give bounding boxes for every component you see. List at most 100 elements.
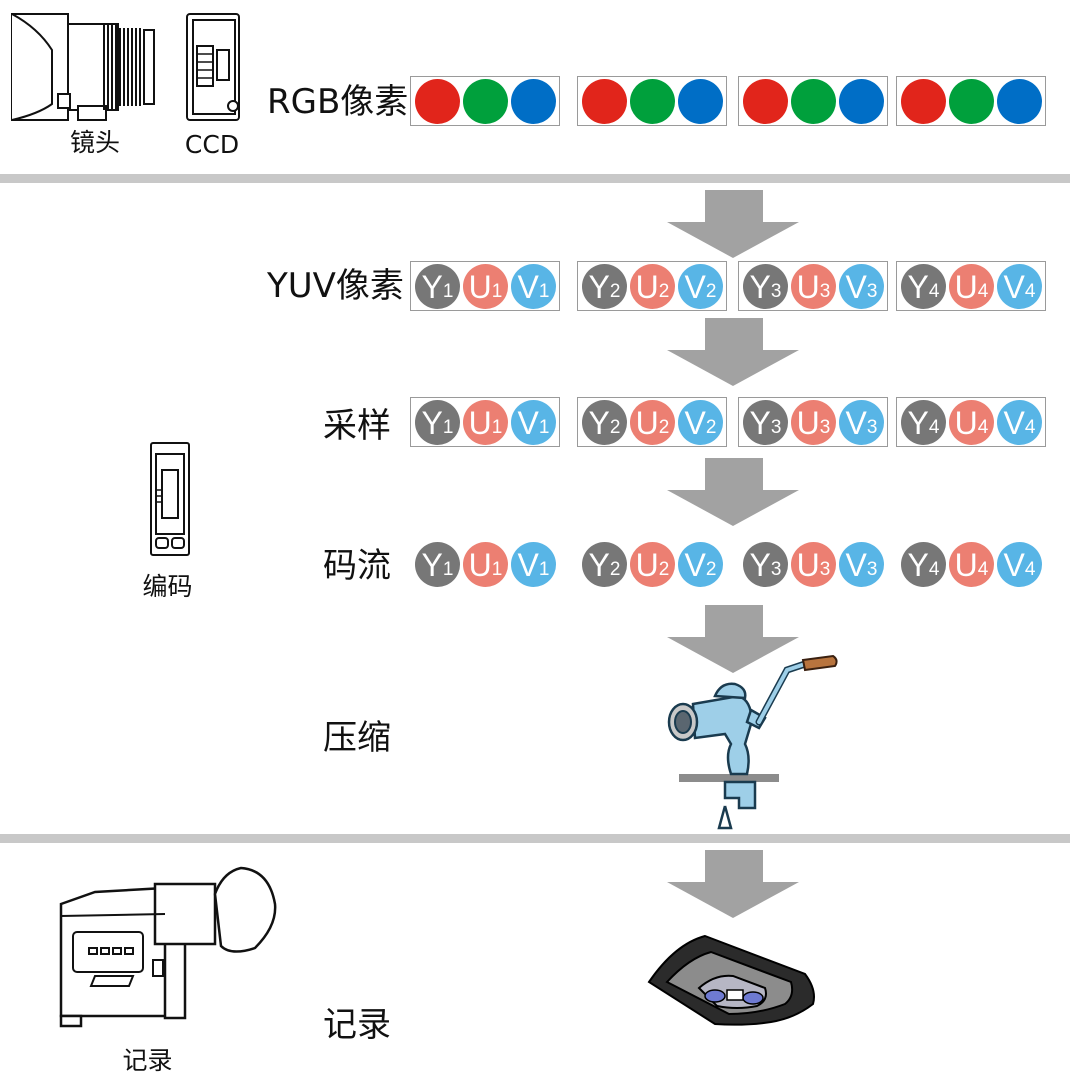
component-subscript: 3 bbox=[819, 281, 831, 302]
rgb-green-dot-4 bbox=[949, 79, 994, 124]
component-letter: U bbox=[635, 268, 659, 305]
component-subscript: 4 bbox=[977, 417, 989, 438]
component-subscript: 4 bbox=[928, 281, 940, 302]
arrow-down-icon bbox=[667, 850, 799, 918]
rgb-green-dot-1 bbox=[463, 79, 508, 124]
component-letter: Y bbox=[907, 268, 929, 305]
component-letter: U bbox=[954, 268, 978, 305]
lens-icon bbox=[11, 13, 155, 121]
component-subscript: 4 bbox=[1024, 281, 1036, 302]
component-subscript: 1 bbox=[491, 417, 503, 438]
row-label-record: 记录 bbox=[323, 1005, 391, 1045]
component-subscript: 2 bbox=[609, 559, 621, 580]
arrow-down-icon bbox=[667, 605, 799, 673]
rgb-blue-dot-1 bbox=[511, 79, 556, 124]
rgb-pixel-group-2 bbox=[577, 76, 727, 126]
component-letter: U bbox=[954, 546, 978, 583]
component-subscript: 1 bbox=[491, 281, 503, 302]
lens-label: 镜头 bbox=[69, 128, 120, 157]
component-subscript: 3 bbox=[819, 559, 831, 580]
rgb-blue-dot-2 bbox=[678, 79, 723, 124]
component-letter: V bbox=[684, 546, 706, 583]
component-letter: V bbox=[684, 268, 706, 305]
component-letter: Y bbox=[588, 546, 610, 583]
component-subscript: 2 bbox=[658, 417, 670, 438]
component-letter: Y bbox=[588, 268, 610, 305]
component-letter: U bbox=[468, 268, 492, 305]
component-letter: Y bbox=[907, 546, 929, 583]
component-subscript: 2 bbox=[609, 281, 621, 302]
encoder-label: 编码 bbox=[142, 572, 193, 601]
component-letter: U bbox=[796, 404, 820, 441]
component-letter: V bbox=[1003, 546, 1025, 583]
component-letter: V bbox=[517, 268, 539, 305]
component-letter: Y bbox=[907, 404, 929, 441]
component-subscript: 2 bbox=[658, 281, 670, 302]
rgb-green-dot-2 bbox=[630, 79, 675, 124]
component-subscript: 2 bbox=[705, 281, 717, 302]
encoder-chip-icon bbox=[150, 442, 190, 556]
ccd-label: CCD bbox=[184, 130, 240, 159]
component-subscript: 1 bbox=[442, 417, 454, 438]
component-letter: U bbox=[468, 404, 492, 441]
divider-bottom bbox=[0, 834, 1070, 843]
component-subscript: 4 bbox=[1024, 559, 1036, 580]
component-letter: V bbox=[517, 546, 539, 583]
component-subscript: 2 bbox=[658, 559, 670, 580]
arrow-down-icon bbox=[667, 458, 799, 526]
component-subscript: 3 bbox=[866, 559, 878, 580]
row-label-compress: 压缩 bbox=[323, 718, 391, 758]
component-letter: Y bbox=[749, 268, 771, 305]
component-letter: Y bbox=[749, 404, 771, 441]
rgb-pixel-group-3 bbox=[738, 76, 888, 126]
row-label-rgb: RGB像素 bbox=[267, 82, 409, 122]
component-subscript: 3 bbox=[866, 417, 878, 438]
rgb-red-dot-4 bbox=[901, 79, 946, 124]
component-letter: Y bbox=[421, 546, 443, 583]
component-subscript: 2 bbox=[705, 559, 717, 580]
row-label-stream: 码流 bbox=[323, 546, 391, 586]
rgb-red-dot-2 bbox=[582, 79, 627, 124]
component-letter: V bbox=[845, 546, 867, 583]
rgb-red-dot-3 bbox=[743, 79, 788, 124]
component-letter: U bbox=[954, 404, 978, 441]
rgb-blue-dot-3 bbox=[839, 79, 884, 124]
component-subscript: 2 bbox=[609, 417, 621, 438]
component-letter: V bbox=[845, 268, 867, 305]
component-letter: V bbox=[684, 404, 706, 441]
component-letter: U bbox=[796, 268, 820, 305]
component-letter: U bbox=[635, 546, 659, 583]
component-subscript: 4 bbox=[977, 559, 989, 580]
component-letter: V bbox=[1003, 404, 1025, 441]
arrow-down-icon bbox=[667, 190, 799, 258]
